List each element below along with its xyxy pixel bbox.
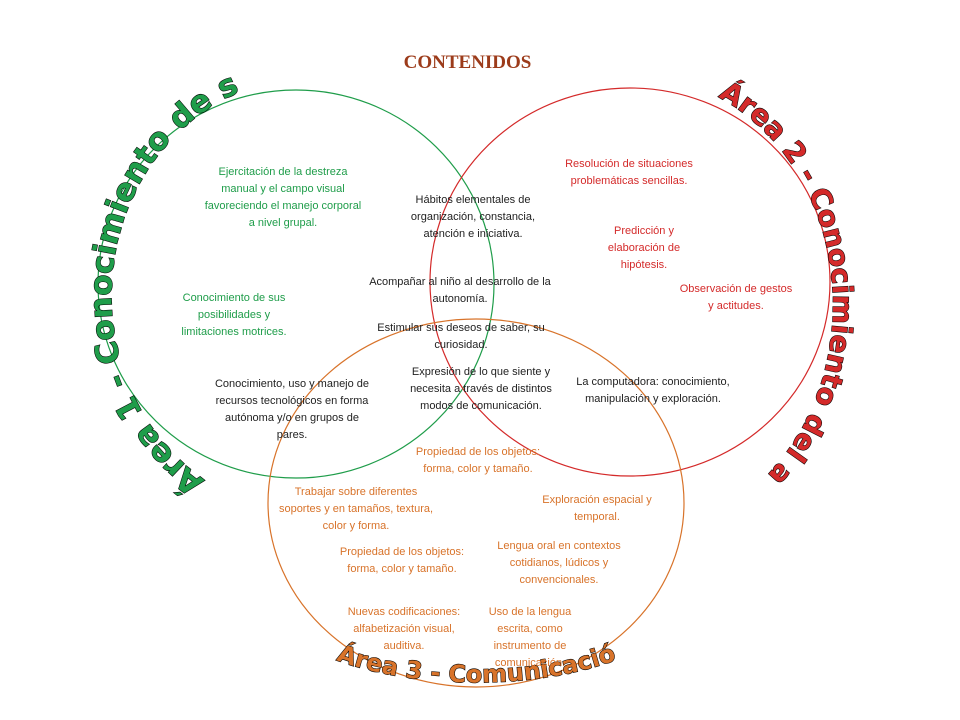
item-lengua-oral: Lengua oral en contextos cotidianos, lúd…: [497, 540, 621, 586]
item-resolucion: Resolución de situaciones problemáticas …: [565, 158, 693, 187]
area2-circle: [429, 87, 831, 477]
item-propiedad-top: Propiedad de los objetos: forma, color y…: [415, 446, 541, 475]
item-deseos: Estimular sus deseos de saber, su curios…: [377, 322, 545, 351]
area1-circle: [97, 89, 495, 479]
item-posibilidades: Conocimiento de sus posibilidades y limi…: [181, 292, 287, 338]
item-tecnologicos: Conocimiento, uso y manejo de recursos t…: [214, 378, 370, 441]
page-title: CONTENIDOS: [403, 52, 532, 73]
item-propiedad-bottom: Propiedad de los objetos: forma, color y…: [339, 546, 465, 575]
item-computadora: La computadora: conocimiento, manipulaci…: [576, 376, 730, 405]
area1-label: Área 1 - Conocimiento de sí mismo: [0, 0, 244, 502]
item-habitos: Hábitos elementales de organización, con…: [410, 194, 536, 240]
item-lengua-escrita: Uso de la lengua escrita, como instrumen…: [488, 606, 572, 669]
item-prediccion: Predicción y elaboración de hipótesis.: [607, 225, 681, 271]
item-expresion: Expresión de lo que siente y necesita a …: [410, 366, 552, 412]
area3-circle: [267, 318, 685, 688]
item-destreza: Ejercitación de la destreza manual y el …: [204, 166, 362, 229]
item-autonomia: Acompañar al niño al desarrollo de la au…: [369, 276, 551, 305]
item-exploracion: Exploración espacial y temporal.: [542, 494, 652, 523]
item-observacion: Observación de gestos y actitudes.: [679, 283, 793, 312]
item-codificaciones: Nuevas codificaciones: alfabetización vi…: [347, 606, 461, 652]
item-soportes: Trabajar sobre diferentes soportes y en …: [278, 486, 434, 532]
